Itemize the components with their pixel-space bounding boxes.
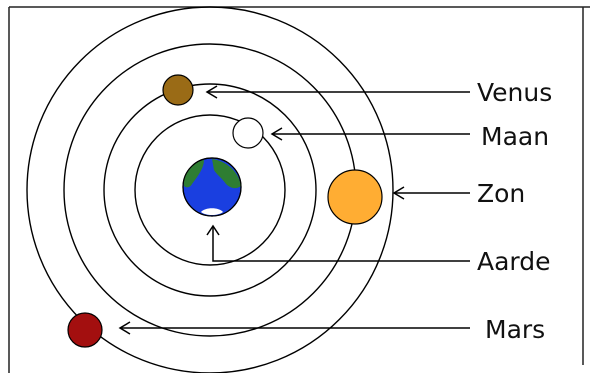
arrow-aarde: [206, 224, 470, 262]
orbit-maan: [134, 114, 286, 266]
arrow-mars: [118, 321, 470, 335]
aarde-planet: [182, 157, 242, 217]
arrow-venus: [205, 85, 470, 99]
arrow-zon: [392, 186, 470, 200]
label-zon: Zon: [477, 179, 525, 208]
orbit-mars: [26, 6, 394, 373]
label-aarde: Aarde: [477, 247, 551, 276]
zon-planet: [327, 169, 383, 225]
arrows: [118, 85, 470, 335]
orbit-venus: [103, 83, 317, 297]
label-maan: Maan: [481, 122, 549, 151]
label-venus: Venus: [477, 78, 552, 107]
arrow-maan: [270, 127, 470, 141]
label-mars: Mars: [485, 315, 545, 344]
maan-planet: [232, 117, 264, 149]
venus-planet: [162, 74, 194, 106]
mars-planet: [67, 312, 103, 348]
